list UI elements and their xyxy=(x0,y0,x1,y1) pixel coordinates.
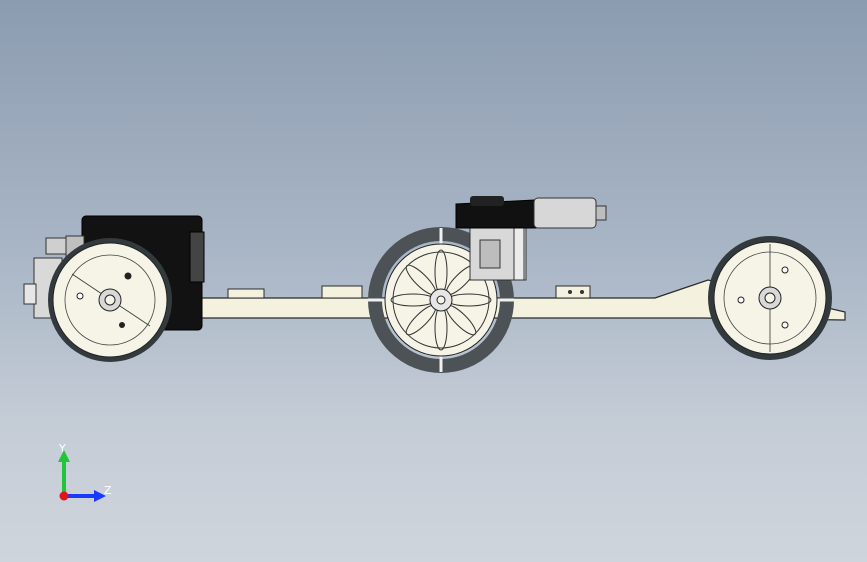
center-drive-wheel xyxy=(368,227,514,373)
rear-wheel xyxy=(48,238,172,362)
axis-y-label: Y xyxy=(58,442,66,455)
axis-z-label: Z xyxy=(104,484,112,497)
front-wheel xyxy=(708,236,832,360)
coordinate-triad-icon[interactable]: Y Z xyxy=(40,436,130,516)
center-gearmotor xyxy=(455,196,607,281)
